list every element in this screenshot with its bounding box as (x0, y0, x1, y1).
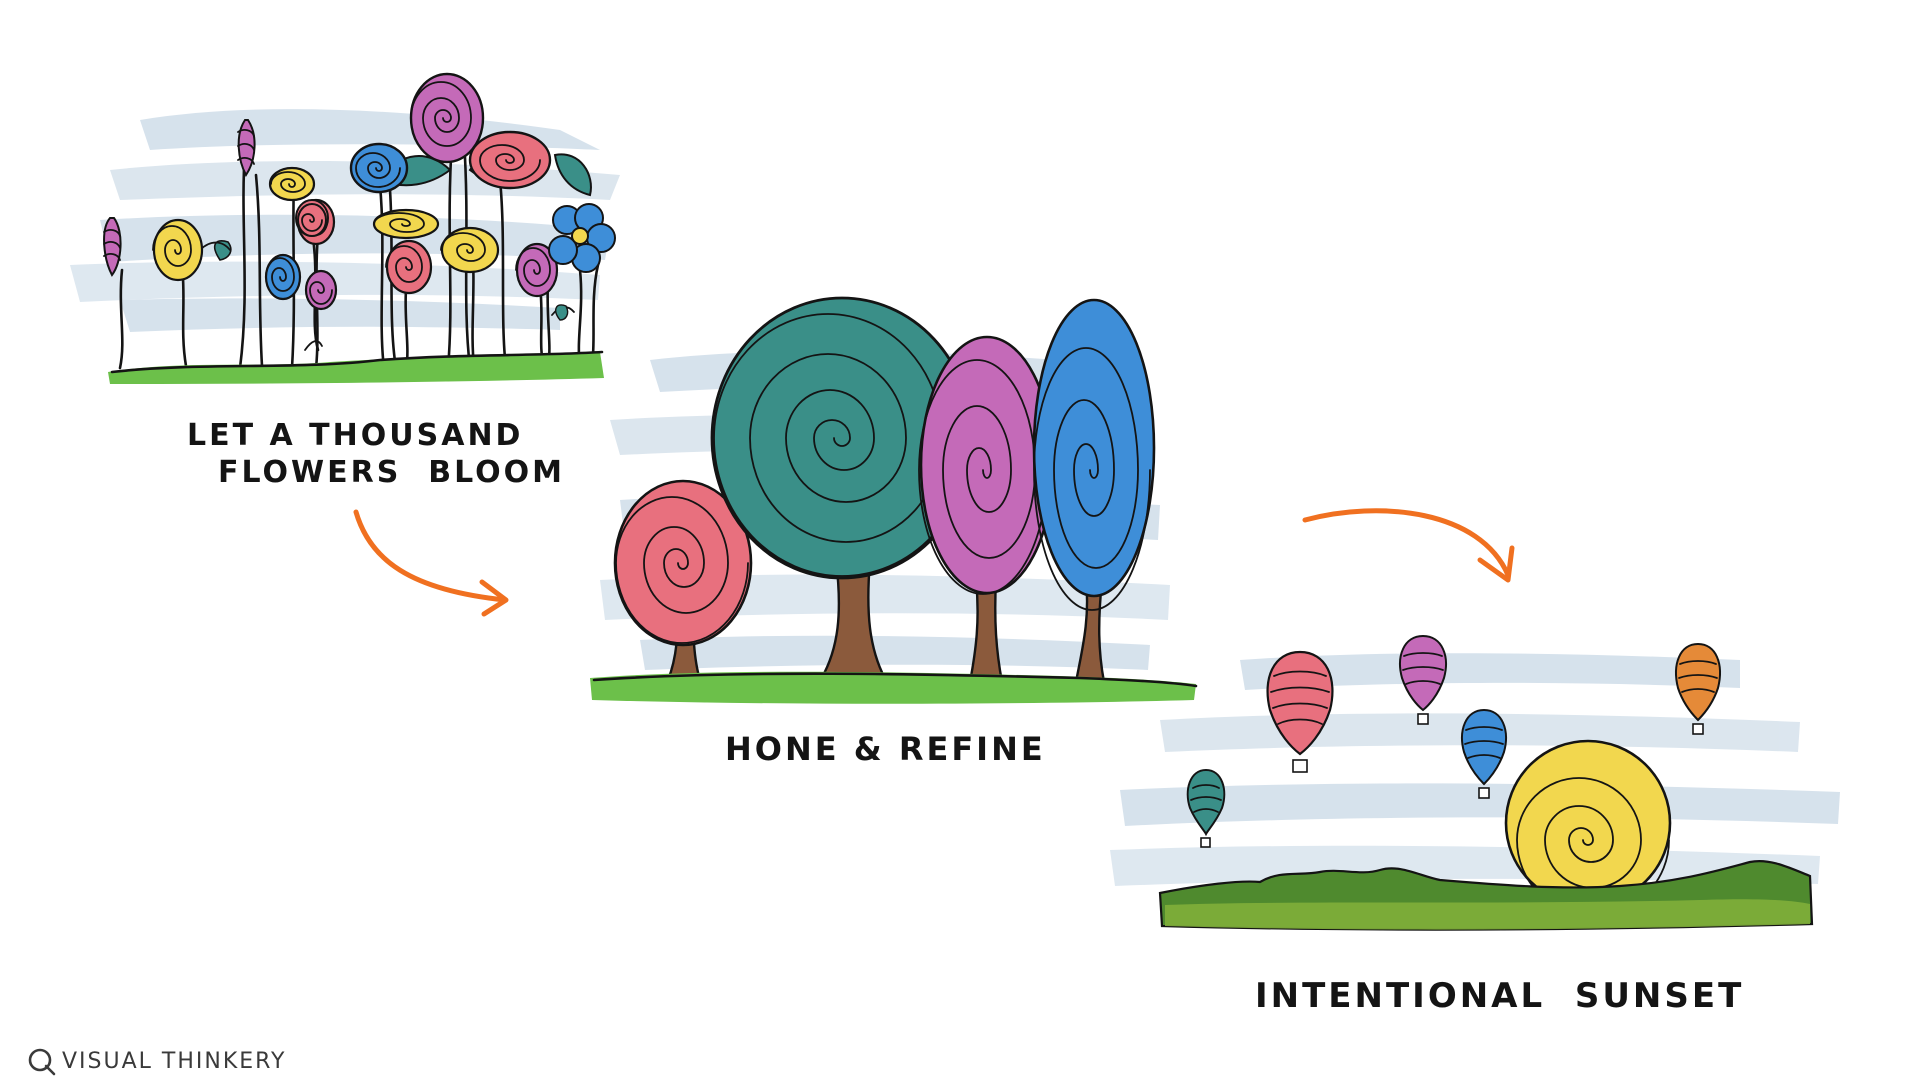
flower-lavender-spikes (103, 119, 256, 277)
visual-thinkery-logo-icon (28, 1048, 56, 1076)
flower-purple-small (304, 269, 338, 311)
flower-purple-top (409, 72, 485, 164)
flower-heads (103, 72, 616, 311)
flower-yellow-left (152, 218, 204, 282)
flower-blue-daisy (548, 203, 616, 273)
stage-trees (590, 296, 1198, 704)
flower-blue-small (264, 253, 302, 301)
sunset-field (1165, 899, 1810, 930)
balloon-teal (1186, 768, 1226, 848)
curved-arrow-icon (1302, 508, 1511, 578)
tree-magenta-right (918, 335, 1055, 595)
flower-yellow-mid (440, 226, 500, 274)
tree-pink-left (613, 479, 753, 647)
stage-1-caption-line-2: FLOWERS BLOOM (218, 455, 565, 490)
flower-purple-right (515, 242, 559, 298)
tree-teal-center (710, 296, 974, 580)
balloon-blue (1461, 708, 1507, 799)
balloon-orange (1675, 642, 1721, 735)
flower-pink-mid (385, 239, 433, 295)
trees-grass (590, 671, 1196, 704)
stage-3-caption: INTENTIONAL SUNSET (1255, 976, 1744, 1016)
stage-sunset (1110, 634, 1840, 931)
flower-pink-right (468, 130, 552, 190)
brand-name: VISUAL THINKERY (62, 1049, 286, 1074)
balloon-magenta (1399, 634, 1447, 725)
flower-yellow-wide (372, 208, 440, 240)
stage-1-caption-line-1: LET A THOUSAND (187, 418, 523, 453)
trees-ground-line (592, 672, 1198, 688)
flower-yellow-small (268, 166, 316, 202)
flower-pink-bud (297, 203, 327, 237)
flower-blue-left (349, 142, 409, 194)
arrowhead-2 (1477, 545, 1515, 583)
stage-flowers (70, 72, 620, 384)
balloon-pink (1266, 650, 1334, 773)
stage-2-caption: HONE & REFINE (725, 730, 1046, 768)
curved-arrow-icon (353, 509, 508, 603)
flowers-grass (108, 352, 604, 384)
arrowhead-1 (479, 579, 509, 617)
flowers-ground-line (110, 350, 604, 374)
brand: VISUAL THINKERY (28, 1048, 286, 1076)
tree-blue-far-right (1032, 298, 1156, 611)
